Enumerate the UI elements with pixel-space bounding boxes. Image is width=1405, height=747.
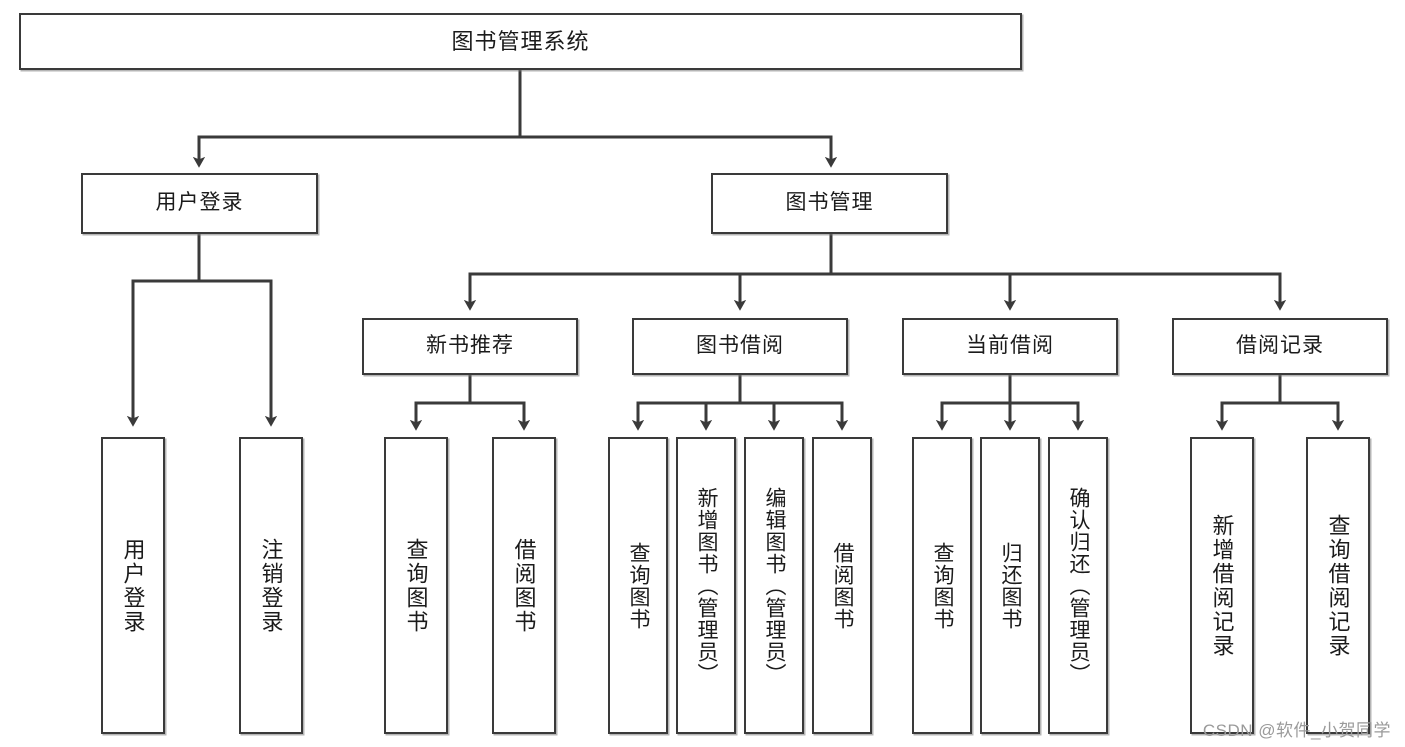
node-new-book-rec[interactable]: 新书推荐 — [362, 318, 578, 375]
node-leaf-confirm-return[interactable]: 确认归还（管理员） — [1048, 437, 1108, 734]
node-leaf-query-book-3[interactable]: 查询图书 — [912, 437, 972, 734]
node-leaf-borrow-book-1-label: 借阅图书 — [511, 537, 537, 634]
node-leaf-query-book-2[interactable]: 查询图书 — [608, 437, 668, 734]
node-current-borrow[interactable]: 当前借阅 — [902, 318, 1118, 375]
node-root[interactable]: 图书管理系统 — [19, 13, 1022, 70]
node-user-login-label: 用户登录 — [155, 191, 244, 215]
node-book-borrow[interactable]: 图书借阅 — [632, 318, 848, 375]
node-leaf-add-record-label: 新增借阅记录 — [1209, 513, 1235, 658]
node-borrow-record-label: 借阅记录 — [1236, 334, 1324, 358]
node-leaf-user-login-label: 用户登录 — [120, 537, 146, 634]
node-borrow-record[interactable]: 借阅记录 — [1172, 318, 1388, 375]
node-leaf-edit-book[interactable]: 编辑图书（管理员） — [744, 437, 804, 734]
node-current-borrow-label: 当前借阅 — [966, 334, 1054, 358]
node-new-book-rec-label: 新书推荐 — [426, 334, 514, 358]
node-leaf-query-book-1-label: 查询图书 — [403, 537, 429, 634]
node-leaf-query-record[interactable]: 查询借阅记录 — [1306, 437, 1370, 734]
node-user-login[interactable]: 用户登录 — [81, 173, 318, 234]
node-leaf-return-book-label: 归还图书 — [999, 541, 1023, 630]
node-leaf-confirm-return-label: 确认归还（管理员） — [1067, 486, 1091, 685]
node-leaf-query-book-1[interactable]: 查询图书 — [384, 437, 448, 734]
node-leaf-edit-book-label: 编辑图书（管理员） — [763, 486, 787, 685]
node-book-manage[interactable]: 图书管理 — [711, 173, 948, 234]
node-leaf-add-book[interactable]: 新增图书（管理员） — [676, 437, 736, 734]
node-leaf-logout-label: 注销登录 — [258, 537, 284, 634]
node-leaf-borrow-book-2[interactable]: 借阅图书 — [812, 437, 872, 734]
node-root-label: 图书管理系统 — [451, 28, 590, 54]
node-leaf-query-book-2-label: 查询图书 — [627, 541, 651, 630]
node-book-manage-label: 图书管理 — [785, 191, 874, 215]
node-leaf-borrow-book-1[interactable]: 借阅图书 — [492, 437, 556, 734]
node-leaf-user-login[interactable]: 用户登录 — [101, 437, 165, 734]
node-leaf-add-record[interactable]: 新增借阅记录 — [1190, 437, 1254, 734]
node-leaf-logout[interactable]: 注销登录 — [239, 437, 303, 734]
node-leaf-return-book[interactable]: 归还图书 — [980, 437, 1040, 734]
node-leaf-add-book-label: 新增图书（管理员） — [695, 486, 719, 685]
node-leaf-query-book-3-label: 查询图书 — [931, 541, 955, 630]
node-leaf-query-record-label: 查询借阅记录 — [1325, 513, 1351, 658]
node-leaf-borrow-book-2-label: 借阅图书 — [831, 541, 855, 630]
node-book-borrow-label: 图书借阅 — [696, 334, 784, 358]
